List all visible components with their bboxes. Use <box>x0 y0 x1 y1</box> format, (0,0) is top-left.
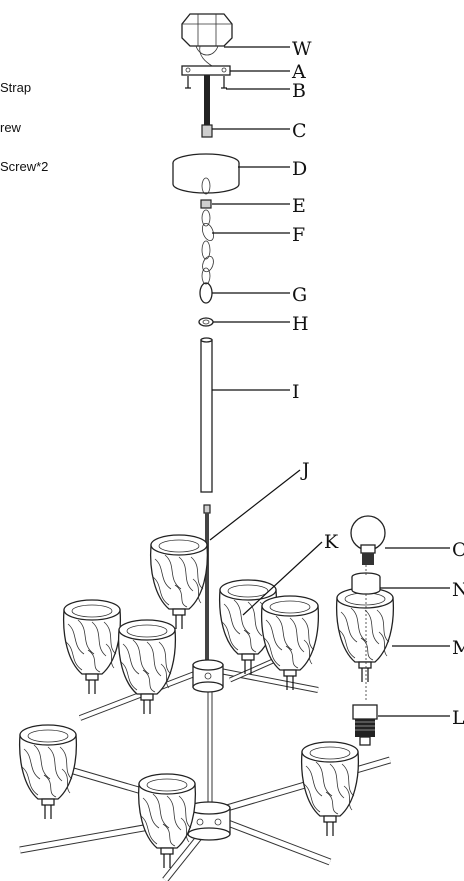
threaded-nipple <box>203 504 211 661</box>
callout-leaders <box>209 46 450 717</box>
callout-i: I <box>292 381 300 403</box>
legend-item-screw-2: Screw*2 <box>0 159 49 174</box>
callout-m: M <box>452 637 464 659</box>
canopy <box>172 153 240 194</box>
lamp-shade-front-left <box>18 724 78 820</box>
callout-n: N <box>452 579 464 601</box>
lamp-shade-front-right <box>300 741 360 837</box>
upper-hub <box>192 659 224 693</box>
lamp-shade-m <box>335 587 395 683</box>
callout-labels: W A B C D E F G H I J K O N M L <box>291 38 464 729</box>
bulb-o <box>350 515 386 565</box>
callout-w: W <box>292 38 312 60</box>
callout-l: L <box>452 707 464 729</box>
legend-item-screw: rew <box>0 120 21 135</box>
exploded-lamp-parts <box>335 515 395 746</box>
callout-b: B <box>292 80 306 102</box>
chain <box>199 177 215 304</box>
lock-nut <box>198 317 214 327</box>
callout-c: C <box>292 120 307 142</box>
legend-item-strap: Strap <box>0 80 32 95</box>
callout-h: H <box>292 313 309 335</box>
callout-j: J <box>300 459 310 481</box>
socket-l <box>352 704 378 746</box>
threaded-rod <box>201 75 213 138</box>
lamp-shade-top-center <box>149 534 209 630</box>
parts-legend: Strap rew Screw*2 <box>0 0 120 200</box>
callout-o: O <box>452 539 464 561</box>
callout-f: F <box>292 224 305 246</box>
lamp-shade-back-right-2 <box>260 595 320 691</box>
down-rod <box>200 337 213 493</box>
callout-d: D <box>292 158 307 180</box>
lamp-shade-back-left <box>62 599 122 695</box>
ring-n <box>351 572 381 595</box>
callout-e: E <box>292 195 306 217</box>
ceiling-mount-box <box>181 13 233 67</box>
callout-a: A <box>291 61 306 83</box>
callout-g: G <box>292 284 307 306</box>
callout-k: K <box>324 531 339 553</box>
lower-hub <box>187 801 231 841</box>
